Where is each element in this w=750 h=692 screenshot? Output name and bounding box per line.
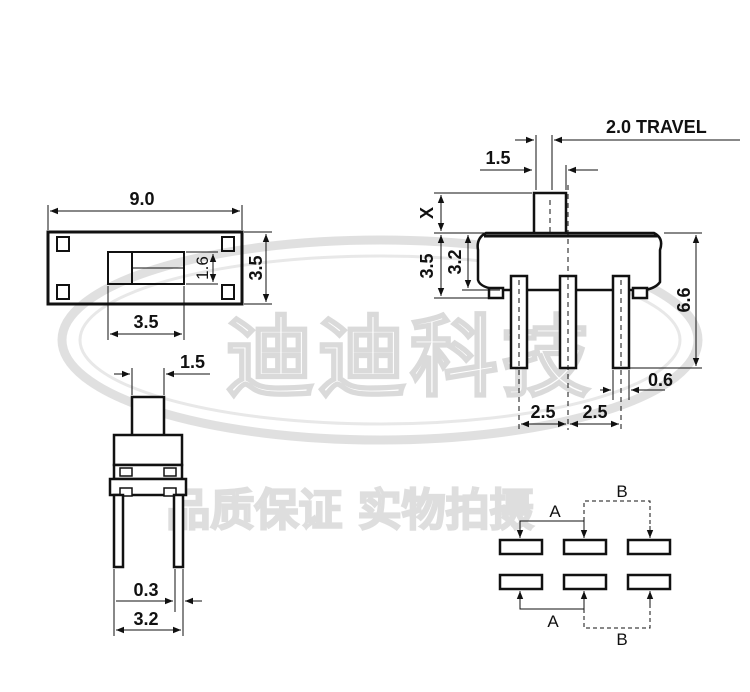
pad-label-b-bottom: B	[616, 630, 627, 649]
pin-right	[611, 274, 631, 370]
dim-pitch-right: 2.5	[582, 402, 607, 422]
end-actuator	[130, 395, 166, 439]
dim-knob-3-5: 3.5	[133, 312, 158, 332]
watermark: 迪迪科技 品质保证 实物拍摄	[57, 235, 703, 537]
pad-label-a-bottom: A	[547, 612, 559, 631]
top-view-dimensions	[47, 205, 272, 340]
dim-overall-6-6: 6.6	[674, 287, 694, 312]
end-body	[112, 433, 184, 467]
dim-height-3-5: 3.5	[246, 255, 266, 280]
side-view-centerlines	[518, 185, 622, 430]
dim-actuator-1-5: 1.5	[485, 148, 510, 168]
dim-end-3-2: 3.2	[133, 609, 158, 629]
top-view-body	[46, 230, 244, 306]
dim-end-1-5: 1.5	[180, 352, 205, 372]
pad-layout	[498, 538, 672, 591]
watermark-brand: 迪迪科技	[226, 306, 594, 409]
pad	[498, 573, 544, 591]
dim-pitch-left: 2.5	[530, 402, 555, 422]
pad-connections	[516, 500, 654, 629]
dim-knob-1-6: 1.6	[193, 256, 212, 280]
housing-foot	[631, 286, 649, 300]
dim-body-3-5: 3.5	[417, 253, 437, 278]
watermark-ellipse-inner	[78, 254, 682, 426]
pin-left	[509, 274, 529, 370]
end-pin-right	[172, 493, 185, 569]
pad	[626, 573, 672, 591]
pad-label-b-top: B	[616, 482, 627, 501]
dim-x: X	[417, 207, 437, 219]
dim-end-0-3: 0.3	[133, 580, 158, 600]
pad	[498, 538, 544, 556]
pad	[626, 538, 672, 556]
watermark-slogan: 品质保证 实物拍摄	[166, 485, 533, 536]
housing-foot	[487, 286, 505, 300]
dim-travel: 2.0 TRAVEL	[606, 117, 707, 137]
end-view	[108, 395, 188, 569]
corner-tab	[221, 284, 235, 300]
dim-width-9: 9.0	[129, 189, 154, 209]
corner-tab	[56, 284, 70, 300]
corner-tab	[221, 236, 235, 252]
end-pin-left	[112, 493, 125, 569]
dim-body-3-2: 3.2	[445, 249, 465, 274]
pad-label-a-top: A	[549, 502, 561, 521]
end-view-dimensions	[113, 368, 210, 636]
pad	[562, 573, 608, 591]
top-view	[46, 230, 244, 306]
corner-tab	[56, 236, 70, 252]
pad	[562, 538, 608, 556]
side-view-dimensions	[434, 135, 740, 428]
dim-pin-0-6: 0.6	[648, 370, 673, 390]
